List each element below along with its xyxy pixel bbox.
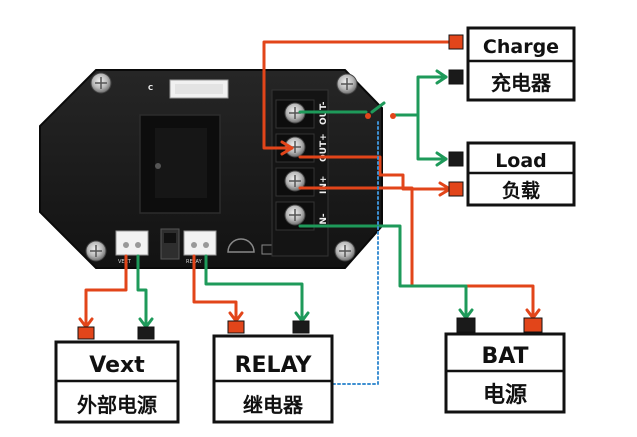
charge-label-frame xyxy=(466,26,576,102)
terminal-label-in-minus: IN- xyxy=(319,213,329,228)
relay-connector xyxy=(183,230,217,256)
mount-screw-top-right xyxy=(336,73,358,95)
relay-positive-terminal xyxy=(227,320,245,334)
button-outline xyxy=(227,238,255,253)
mount-screw-bottom-left xyxy=(85,240,107,262)
module-window xyxy=(155,128,207,198)
load-box: Load 负载 xyxy=(448,141,576,207)
wire-relay-signal xyxy=(332,119,379,385)
switch-dot-right xyxy=(390,113,396,119)
load-positive-terminal xyxy=(448,181,464,197)
relay-label-frame xyxy=(212,334,334,424)
terminal-screw-in-plus xyxy=(284,170,306,192)
arrow-charge-positive xyxy=(280,140,294,156)
load-label: Load xyxy=(495,150,547,172)
switch-dot-left xyxy=(365,113,371,119)
wire-charge-positive xyxy=(262,40,454,150)
terminal-label-out-plus: OUT+ xyxy=(319,133,329,162)
vext-label-cn: 外部电源 xyxy=(77,393,157,417)
charge-negative-terminal xyxy=(448,69,464,85)
charge-label: Charge xyxy=(483,36,559,58)
wire-vext-positive xyxy=(84,254,128,329)
vext-box: Vext 外部电源 xyxy=(54,326,180,424)
relay-box: RELAY 继电器 xyxy=(212,320,334,424)
bat-label-cn: 电源 xyxy=(483,383,527,408)
charge-label-cn: 充电器 xyxy=(491,71,552,95)
charge-box: Charge 充电器 xyxy=(448,26,576,102)
top-connector-inner xyxy=(175,84,223,94)
load-label-cn: 负载 xyxy=(502,179,540,202)
vext-positive-terminal xyxy=(77,326,95,340)
load-negative-terminal xyxy=(448,151,464,167)
module-led xyxy=(155,163,161,169)
relay-label-cn: 继电器 xyxy=(243,393,304,417)
bat-label: BAT xyxy=(481,344,528,369)
vext-connector xyxy=(115,230,149,256)
wire-charge-negative xyxy=(393,75,448,117)
mount-screw-bottom-right xyxy=(334,240,356,262)
bat-positive-terminal xyxy=(523,317,543,333)
switch-contact xyxy=(370,101,386,114)
corner-mark: C xyxy=(148,84,153,92)
terminal-screw-in-minus xyxy=(284,204,306,226)
relay-negative-terminal xyxy=(292,320,310,334)
wire-load-negative xyxy=(416,113,448,161)
terminal-label-in-plus: IN+ xyxy=(319,176,329,194)
arrow-charge-negative xyxy=(435,69,448,85)
relay-label: RELAY xyxy=(235,353,313,378)
bat-label-frame xyxy=(444,332,566,414)
controller-board: C VEXT xyxy=(39,69,383,269)
vext-negative-terminal xyxy=(137,326,155,340)
wire-vext-negative xyxy=(136,254,148,329)
bat-negative-terminal xyxy=(456,317,476,333)
wire-relay-positive xyxy=(192,254,238,323)
jumper-header xyxy=(160,228,180,260)
wire-relay-negative xyxy=(204,254,304,323)
bat-box: BAT 电源 xyxy=(444,317,566,414)
mount-screw-top-left xyxy=(90,72,112,94)
arrow-load-negative xyxy=(435,151,448,167)
vext-label: Vext xyxy=(89,353,145,378)
charge-positive-terminal xyxy=(448,34,464,50)
terminal-block: OUT- OUT+ IN+ IN- xyxy=(271,89,329,257)
wire-bat-negative xyxy=(298,224,468,320)
